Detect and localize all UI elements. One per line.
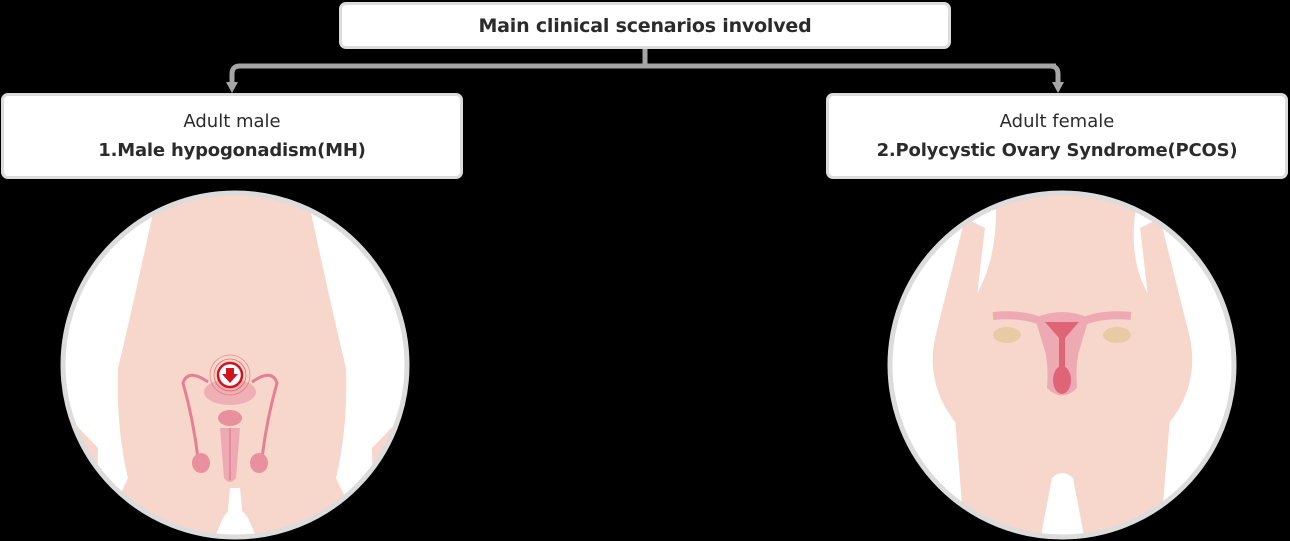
- branch-subtitle: Adult male: [183, 111, 281, 132]
- female-pelvis-uterus-icon: [887, 190, 1237, 540]
- arrow-down-right-icon: [1052, 82, 1064, 93]
- root-node: Main clinical scenarios involved: [339, 2, 951, 49]
- branch-subtitle: Adult female: [999, 111, 1115, 132]
- branch-node-male: Adult male 1.Male hypogonadism(MH): [1, 93, 463, 179]
- male-pelvis-reproductive-icon: [60, 190, 410, 540]
- arrow-down-left-icon: [226, 82, 238, 93]
- branch-node-female: Adult female 2.Polycystic Ovary Syndrome…: [826, 93, 1288, 179]
- branch-title: 2.Polycystic Ovary Syndrome(PCOS): [876, 140, 1238, 161]
- branch-title: 1.Male hypogonadism(MH): [98, 140, 366, 161]
- tree-connector: [226, 49, 1064, 93]
- down-arrow-alert-icon: [209, 354, 251, 396]
- root-title: Main clinical scenarios involved: [478, 14, 812, 37]
